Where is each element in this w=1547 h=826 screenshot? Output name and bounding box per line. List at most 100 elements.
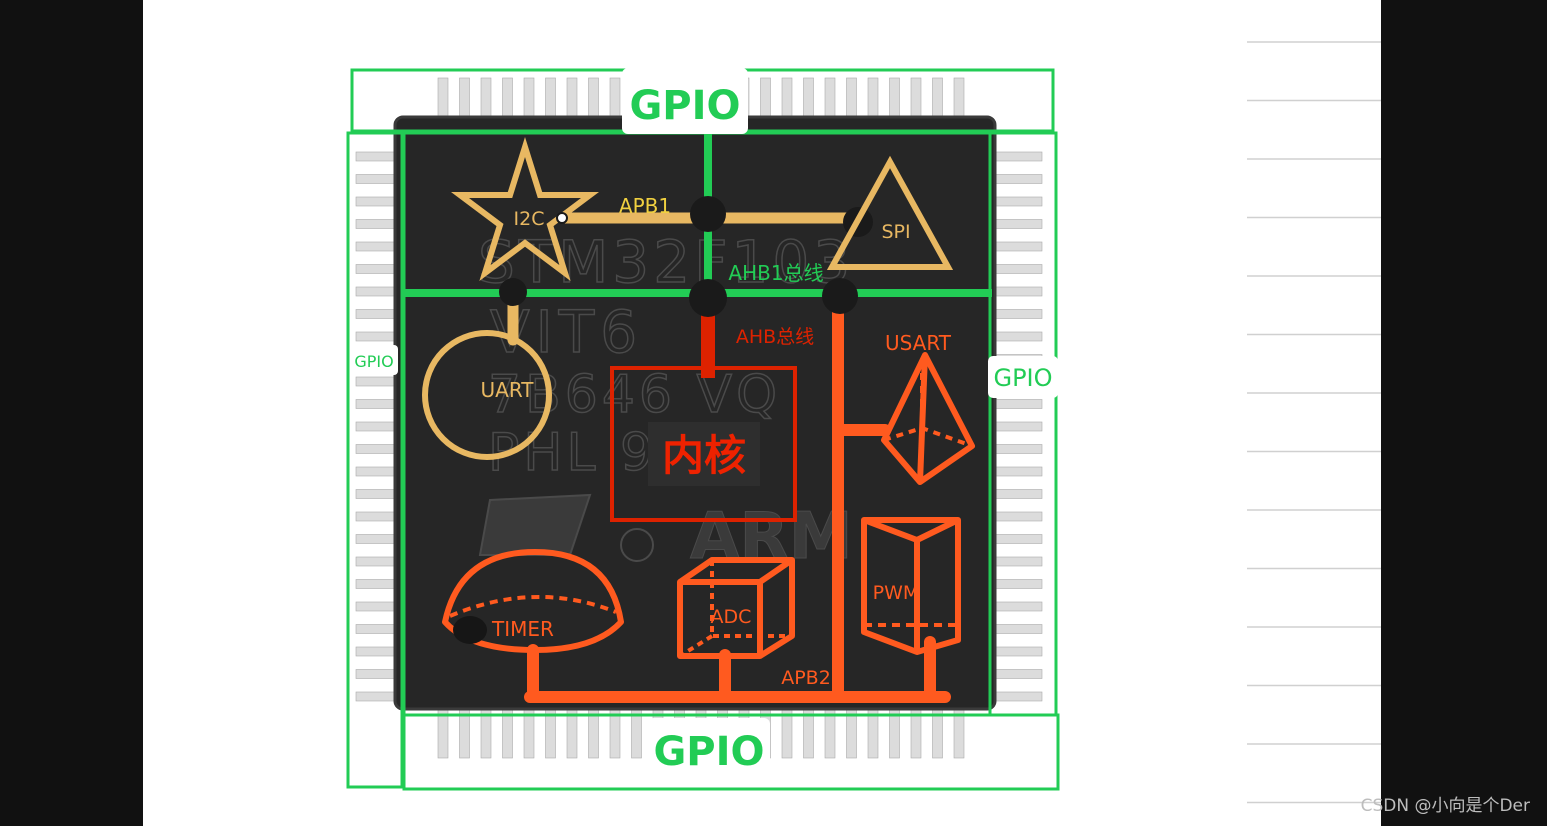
apb2-bus [524,294,951,703]
pwm-prism-shape [861,517,961,655]
pyramid-hidden-edge [883,360,973,448]
chip-pin [355,624,399,634]
chip-pin [355,444,399,454]
gpio-right-label-box [988,356,1058,398]
chip-pin [355,376,399,387]
left-black-bar [0,0,143,826]
i2c-star-shape [451,136,599,281]
chip-pin [991,556,1043,567]
chip-pin [991,691,1043,702]
prism-outline [861,517,961,655]
i2c-label: I2C [514,208,545,230]
chip-pin [991,624,1043,634]
chip-pin [480,77,492,121]
prism-edge [915,517,960,543]
chip-pin [991,444,1043,454]
chip-pin [566,77,578,121]
chip-print-line1: STM32F103 [478,228,854,296]
junction-dot [689,279,727,317]
gpio-frame-left [346,131,404,789]
uart-label: UART [481,378,535,402]
spi-triangle-shape [826,155,954,270]
chip-pin [991,151,1043,162]
chip-pin [355,579,399,589]
adc-cube-shape [677,557,795,659]
csdn-watermark: CSDN @小向是个Der [1361,796,1530,816]
gpio-top-label: GPIO [629,83,740,129]
chip-pin [355,466,399,477]
chip-pin [355,331,399,342]
ahb1-bus-label: AHB1总线 [728,261,823,285]
chip-pin [523,77,535,121]
registered-mark-icon [620,528,654,562]
apb1-label: APB1 [619,194,671,218]
chip-pin [437,77,449,121]
chip-pin [355,196,399,207]
dome-dashed-ring [449,595,617,618]
cube-top-side [678,557,795,659]
chip-pin [889,77,900,121]
uart-circle-shape [422,330,552,460]
chip-pin [991,196,1043,207]
gpio-bottom-label: GPIO [653,729,764,775]
st-logo-icon [478,493,592,556]
ruled-lines [1247,41,1381,804]
chip-pin [991,309,1043,319]
chip-pin [803,77,814,121]
chip-pin [502,77,513,121]
chip-pin [991,421,1043,432]
spi-label: SPI [881,221,910,243]
chip-pin [355,511,399,522]
chip-pin [355,534,399,544]
chip-pin [824,77,836,121]
chip-pin [991,286,1043,297]
chip-pin [991,534,1043,544]
timer-label: TIMER [491,617,554,641]
chip-pin [991,669,1043,679]
chip-pin [355,646,399,657]
timer-shadow-blob [453,616,487,644]
chip-pin [609,77,621,121]
ahb-bus-label: AHB总线 [736,326,814,348]
chip-pin [991,601,1043,612]
chip-pin [355,151,399,162]
junction-dot [822,278,858,314]
timer-dome-shape [442,549,624,653]
junction-dot [690,196,726,232]
dome-outline [442,549,624,653]
chip-pin [355,399,399,409]
chip-pin [991,241,1043,252]
gpio-top-label-box [622,68,748,134]
chip-pin [910,77,922,121]
chip-pin [355,691,399,702]
chip-pin [991,646,1043,657]
chip-pin [991,466,1043,477]
chip-pin [355,286,399,297]
chip-print-line3: 7B646 VQ [488,365,781,425]
gpio-left-label-box [350,345,398,375]
pwm-label: PWM [873,582,920,604]
core-label: 内核 [662,431,746,480]
junction-dot [499,278,527,306]
chip-pin [588,77,599,121]
chip-pin [867,77,879,121]
right-black-bar [1381,0,1547,826]
chip-pin [991,219,1043,229]
chip-pin [991,264,1043,274]
chip-pin [355,219,399,229]
chip-pin [932,77,943,121]
usart-label: USART [885,331,952,355]
chip-pin [991,511,1043,522]
chip-pin [760,77,771,121]
chip-pin [459,77,470,121]
gpio-bottom-label-box [648,718,770,776]
gpio-right-label: GPIO [993,364,1052,392]
core-label-bg [648,422,760,486]
chip-pin [355,309,399,319]
chip-pin [355,556,399,567]
chip-pin [991,174,1043,184]
chip-pin [953,77,965,121]
chip-pin [355,241,399,252]
chip-pin [991,331,1043,342]
